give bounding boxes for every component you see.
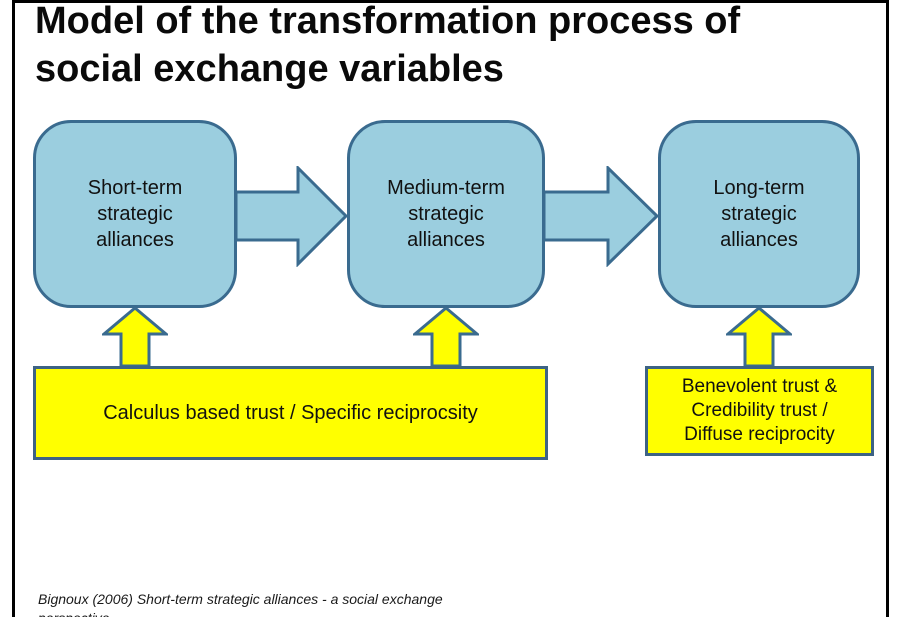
slide-frame-border	[12, 0, 889, 617]
right-arrow-icon	[544, 166, 659, 267]
stage-box-short-term: Short-term strategic alliances	[33, 120, 237, 308]
slide-title: Model of the transformation process of s…	[35, 0, 741, 90]
stage-box-long-term: Long-term strategic alliances	[658, 120, 860, 308]
right-arrow-icon	[236, 166, 348, 267]
stage-box-medium-term: Medium-term strategic alliances	[347, 120, 545, 308]
up-arrow-icon	[413, 306, 479, 368]
trust-box-calculus: Calculus based trust / Specific reciproc…	[33, 366, 548, 460]
up-arrow-icon	[726, 306, 792, 368]
up-arrow-icon	[102, 306, 168, 368]
citation-text: Bignoux (2006) Short-term strategic alli…	[38, 591, 443, 617]
trust-box-benevolent: Benevolent trust & Credibility trust / D…	[645, 366, 874, 456]
